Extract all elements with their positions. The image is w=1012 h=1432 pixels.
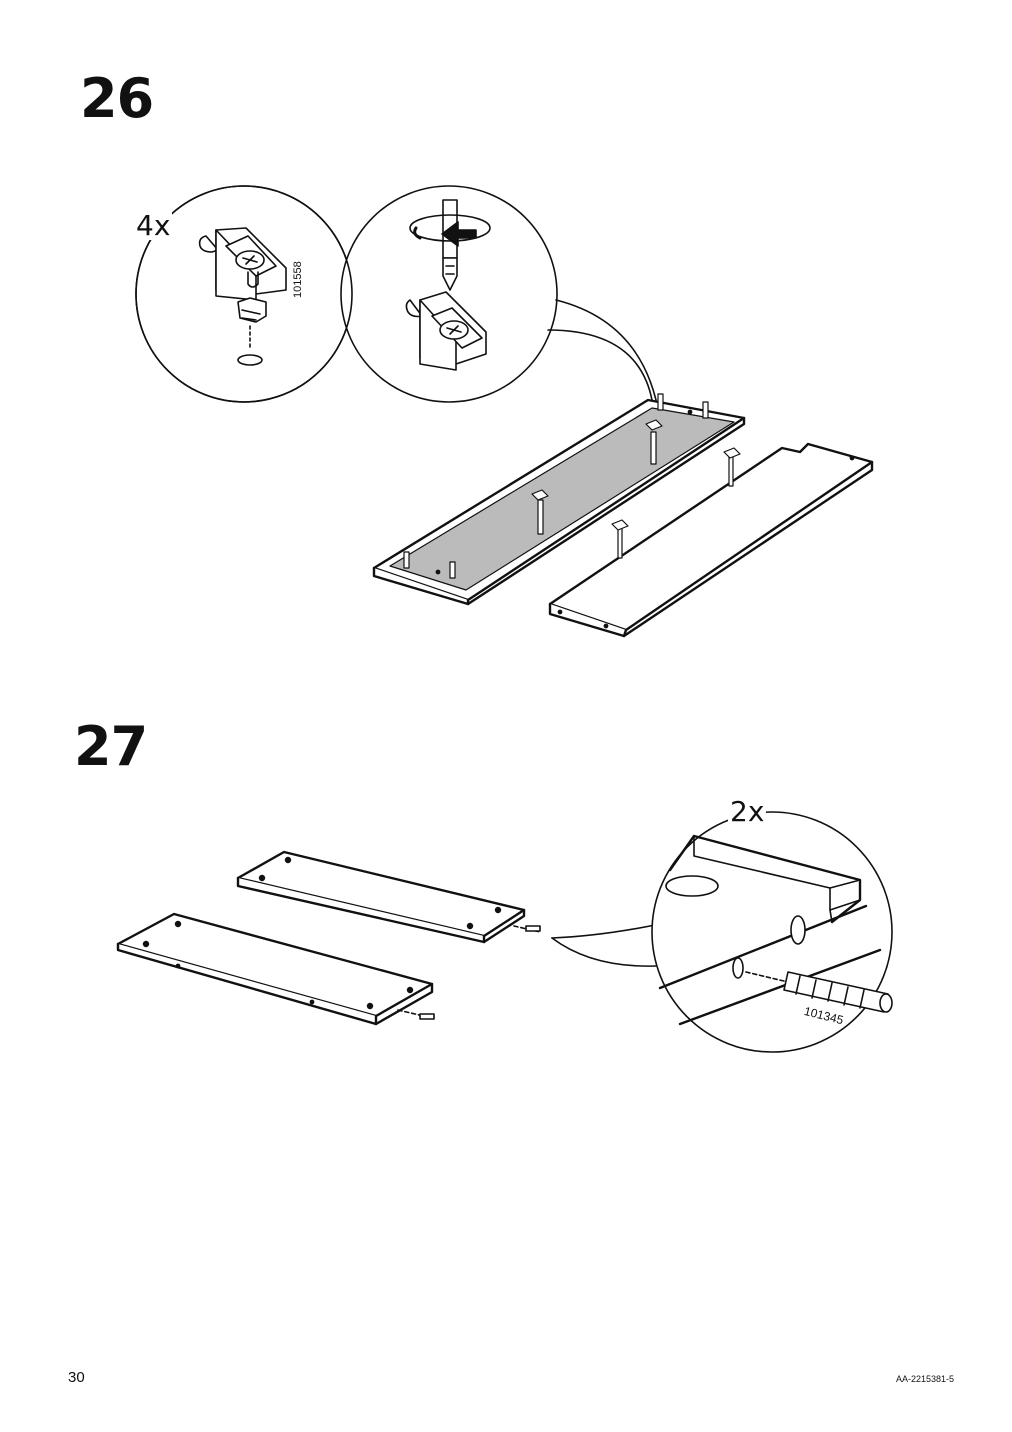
panel-with-fittings [372,393,746,606]
cam-lock-fitting-icon [198,227,287,366]
document-code: AA-2215381-5 [896,1374,955,1384]
step-26-illustration [135,185,874,638]
side-panel-upper [236,850,541,944]
detail-circle-dowel [651,811,893,1053]
wooden-dowel-icon [783,971,893,1013]
step-27-quantity: 2x [728,795,767,828]
side-panel-lower [116,912,435,1026]
step-26-number: 26 [80,67,154,130]
plinth-board [548,442,874,638]
cam-lock-fitting-icon [405,291,487,371]
step-27-part-number: 101345 [802,1004,845,1028]
step-26-part-number: 101558 [292,261,304,298]
page-number: 30 [68,1369,85,1386]
step-27-number: 27 [74,715,148,778]
board-groove-detail [658,834,882,1026]
screwdriver-rotate-icon [409,199,491,291]
detail-circle-fitting-outline [135,185,353,403]
step-26-quantity: 4x [134,209,173,242]
